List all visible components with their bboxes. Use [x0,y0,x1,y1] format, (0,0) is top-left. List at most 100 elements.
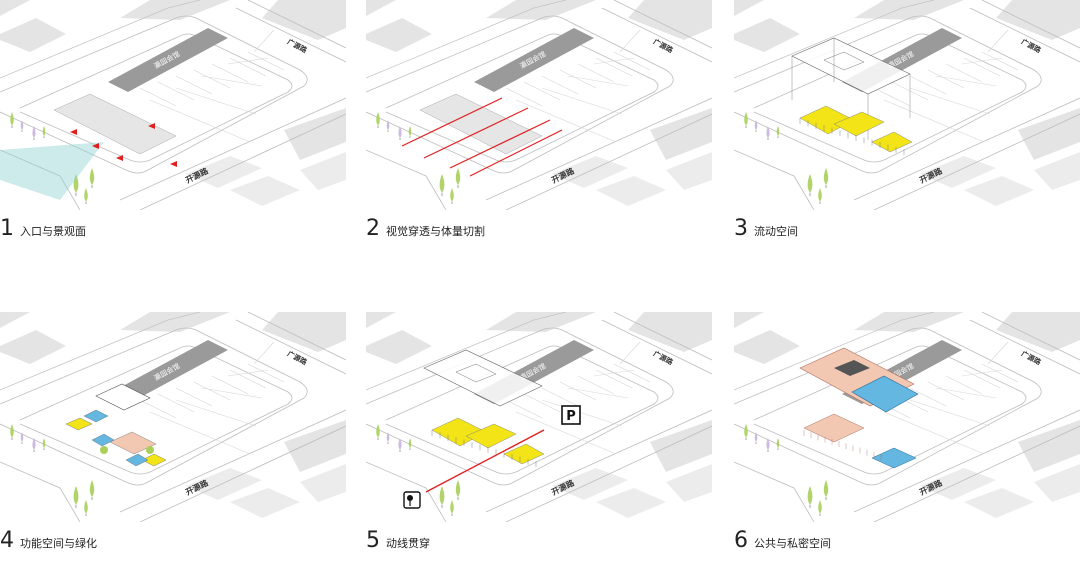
parking-grid [139,29,285,143]
road-edge [247,312,346,361]
tree-icon [744,424,748,440]
road-edge [753,345,1027,475]
panel-caption: 1 入口与景观面 [0,216,86,244]
panel-title: 入口与景观面 [20,225,86,238]
road-edge [235,7,346,63]
parking-label: P [566,409,576,424]
road-edge [505,113,712,210]
entrance-arrow-icon [116,155,123,161]
parking-icon: P [561,405,581,425]
road-edge [853,97,1080,201]
ground-block [366,0,396,16]
road-edge [734,461,815,522]
tree-icon [73,174,79,196]
tree-icon [10,424,14,440]
ground-block [734,0,764,16]
tree-icon [450,188,454,204]
panel-title: 功能空间与绿化 [20,537,97,550]
road-edge [139,425,346,522]
panel-number: 6 [734,528,748,553]
ground-block [666,464,712,502]
sightline [401,97,503,147]
ground-block [996,312,1080,352]
view-cone [0,142,104,200]
tree-icon [766,126,770,140]
ground-block [666,152,712,190]
roof-void [834,360,870,376]
tree-icon [823,168,829,188]
road-edge [385,33,659,163]
parking-grid [505,341,651,455]
road-edge [0,149,81,210]
road-edge [485,409,712,513]
road-edge [601,319,712,375]
pedestrian-sign-icon [403,491,421,509]
tree-icon [386,120,390,132]
sightline [469,129,563,177]
road-edge [0,0,201,79]
road-edge [385,345,659,475]
ground-block [230,488,300,518]
ground-block [366,18,432,52]
function-block [83,409,109,423]
volume [465,423,517,449]
tree-icon [10,112,14,128]
ground-block [230,176,300,206]
parking-grid [873,29,1019,143]
ground-block [284,108,346,160]
parking-grid [873,341,1019,455]
road-edge [0,15,308,174]
road-edge [734,312,935,391]
road-edge [601,7,712,63]
roof-outline [423,349,543,407]
roof-opening [823,51,865,71]
ground-block [650,420,712,472]
road-edge [139,113,346,210]
road-edge [873,113,1080,210]
ground-block [0,0,30,16]
road-edge [366,312,567,391]
tree-icon [818,500,822,516]
ground-block [596,176,666,206]
ground-block [964,488,1034,518]
ground-block [734,18,800,52]
tree-icon [376,112,380,128]
tree-icon [766,438,770,452]
tree-icon [89,168,95,188]
function-block [125,453,149,467]
road-edge [0,312,201,391]
tree-icon [84,188,88,204]
road-label-side: 广源路 [286,349,310,367]
entrance-arrow-icon [92,143,99,149]
private-volume [871,447,917,469]
panel-number: 3 [734,216,748,241]
road-edge [969,319,1080,375]
road-edge [734,15,1042,174]
upper-volume [95,383,151,411]
ground-block [300,152,346,190]
road-edge [734,0,935,79]
road-edge [19,345,293,475]
grey-building [474,28,594,92]
road-edge [366,0,567,79]
road-edge [0,461,81,522]
panel-number: 1 [0,216,14,241]
panel-title: 公共与私密空间 [754,537,831,550]
ground-block [734,330,800,364]
sightline [449,119,551,169]
tree-icon [823,480,829,500]
function-block [91,433,115,447]
parking-grid [139,341,285,455]
tree-icon [744,112,748,128]
road-edge [753,33,1027,163]
tree-icon [84,500,88,516]
function-block [109,431,157,455]
grey-building [108,340,228,404]
